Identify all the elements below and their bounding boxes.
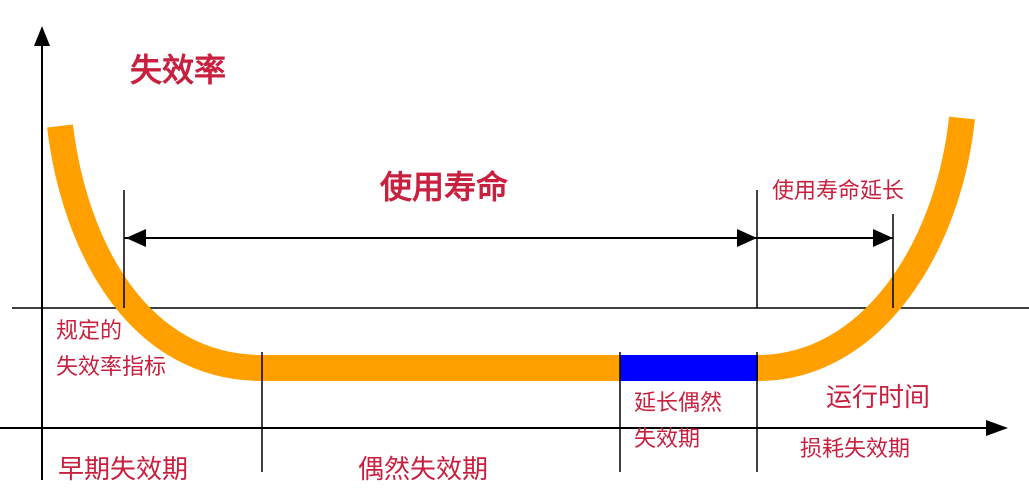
- bathtub-curve: [47, 116, 975, 381]
- service-life-arrow-right-icon: [737, 229, 757, 247]
- specified-rate-label-line1: 规定的: [56, 319, 123, 344]
- early-failure-period-label: 早期失效期: [58, 455, 189, 485]
- specified-rate-label-line2: 失效率指标: [56, 355, 167, 380]
- wearout-failure-period-label: 损耗失效期: [800, 437, 911, 462]
- extension-arrow-right-icon: [873, 229, 893, 247]
- extended-random-band: [620, 355, 758, 381]
- failure-rate-axis-label: 失效率: [130, 51, 227, 89]
- extended-random-label-line1: 延长偶然: [634, 391, 723, 416]
- x-axis-arrow-icon: [986, 420, 1008, 436]
- service-life-extension-label: 使用寿命延长: [772, 179, 905, 204]
- service-life-arrow-left-icon: [126, 229, 146, 247]
- random-failure-period-label: 偶然失效期: [358, 455, 489, 485]
- operating-time-axis-label: 运行时间: [826, 383, 931, 413]
- service-life-label: 使用寿命: [380, 168, 509, 206]
- y-axis-arrow-icon: [34, 26, 50, 46]
- extended-random-label-line2: 失效期: [634, 427, 701, 452]
